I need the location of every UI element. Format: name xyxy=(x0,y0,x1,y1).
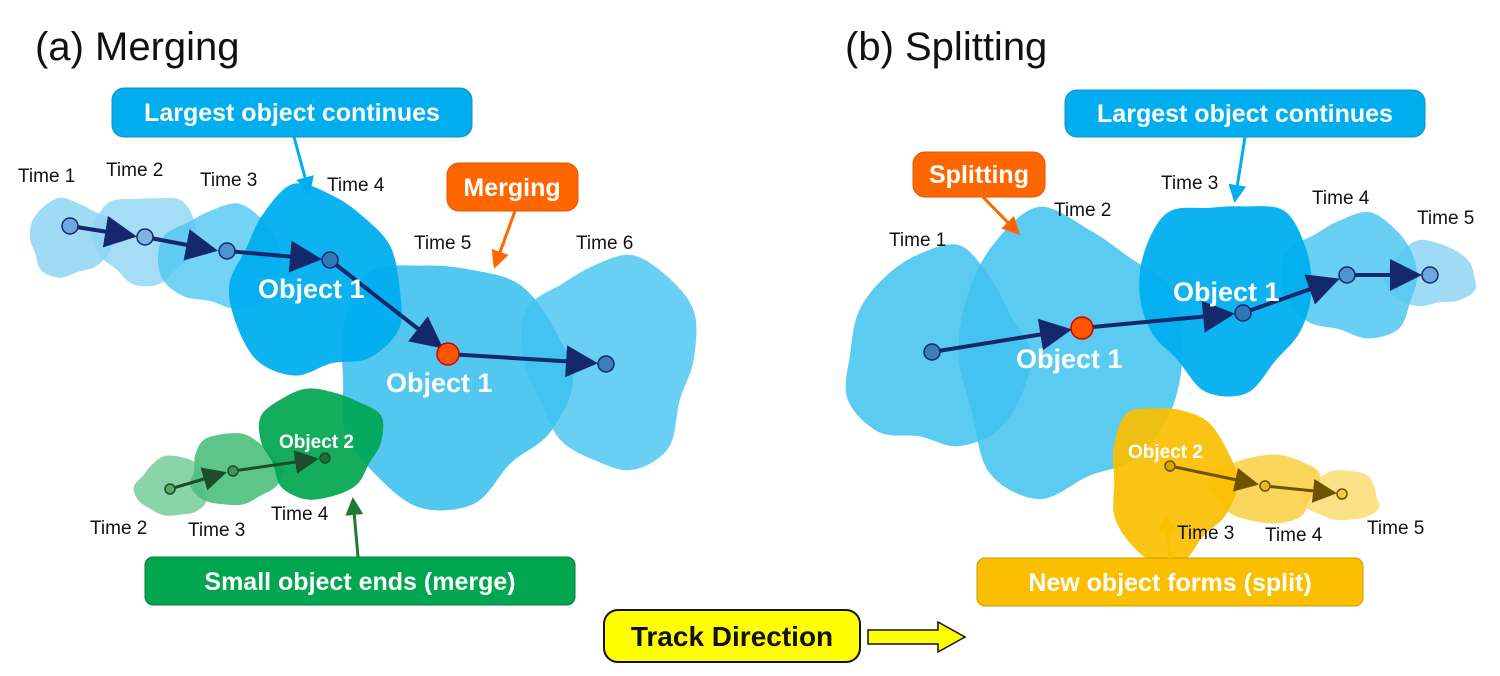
track-point xyxy=(136,228,154,246)
callout-arrow xyxy=(292,136,314,195)
track-segment xyxy=(226,240,322,273)
object1-label: Object 1 xyxy=(386,368,493,398)
track-point xyxy=(61,217,79,235)
blob-a-time1 xyxy=(29,197,115,278)
track-segment xyxy=(144,229,218,261)
callout-arrow xyxy=(981,195,1021,236)
track-direction-legend: Track Direction xyxy=(603,609,967,663)
panel-b-time-labels: Time 1 Time 2 Time 3 Time 4 Time 5 Time … xyxy=(889,173,1474,546)
callout-text: New object forms (split) xyxy=(1028,569,1311,597)
callout-text: Small object ends (merge) xyxy=(204,568,515,596)
callout-largest-b: Largest object continues xyxy=(1064,89,1426,203)
time-label: Time 2 xyxy=(90,518,147,539)
panel-b-points xyxy=(923,266,1439,500)
callout-text: Splitting xyxy=(929,161,1029,189)
callout-largest-a: Largest object continues xyxy=(111,87,473,195)
track-point xyxy=(164,483,176,495)
time-label: Time 2 xyxy=(106,160,163,181)
callout-merging: Merging xyxy=(446,162,579,269)
track-point xyxy=(1336,488,1348,500)
track-point xyxy=(923,343,941,361)
panel-a-title: (a) Merging xyxy=(35,25,240,69)
track-segment xyxy=(169,467,227,491)
object1-label: Object 1 xyxy=(258,274,365,304)
panel-a-track xyxy=(69,215,598,378)
merge-point xyxy=(436,342,460,366)
object2-label: Object 2 xyxy=(279,432,354,453)
time-label: Time 5 xyxy=(1367,518,1424,539)
track-segment xyxy=(1081,300,1235,333)
time-label: Time 5 xyxy=(1417,208,1474,229)
blob-b-new-time3 xyxy=(1112,408,1239,565)
panel-b-new-track xyxy=(1169,464,1337,503)
track-point xyxy=(321,251,339,269)
time-label: Time 6 xyxy=(576,233,633,254)
track-segment xyxy=(1264,478,1337,503)
split-point xyxy=(1070,316,1094,340)
track-point xyxy=(1234,304,1252,322)
time-label: Time 4 xyxy=(271,504,329,525)
time-label: Time 5 xyxy=(414,233,471,254)
track-segment xyxy=(232,450,319,474)
callout-arrow xyxy=(1158,514,1177,559)
time-label: Time 4 xyxy=(1312,188,1370,209)
track-point xyxy=(1164,460,1176,472)
callout-arrow xyxy=(345,497,364,558)
track-segment xyxy=(1169,464,1259,492)
panel-b-blobs xyxy=(845,206,1477,565)
time-label: Time 3 xyxy=(188,520,245,541)
blob-a-time4 xyxy=(228,183,402,376)
panel-a-time-labels: Time 1 Time 2 Time 3 Time 4 Time 5 Time … xyxy=(18,160,633,541)
time-label: Time 3 xyxy=(1161,173,1218,194)
track-point xyxy=(1421,266,1439,284)
time-label: Time 3 xyxy=(200,170,257,191)
track-point xyxy=(1338,266,1356,284)
track-point xyxy=(1259,480,1271,492)
panel-b-track xyxy=(931,259,1422,354)
track-segment xyxy=(328,258,444,349)
track-point xyxy=(319,452,331,464)
track-segment xyxy=(931,318,1072,354)
callout-arrow xyxy=(1228,136,1247,203)
callout-arrow xyxy=(491,210,517,269)
track-point xyxy=(227,465,239,477)
track-segment xyxy=(1242,274,1340,315)
object1-label: Object 1 xyxy=(1016,344,1123,374)
panel-a-small-track xyxy=(169,450,319,491)
track-segment xyxy=(447,345,598,378)
blob-a-small-time4 xyxy=(258,388,384,500)
callout-new-forms: New object forms (split) xyxy=(976,514,1364,607)
track-segment xyxy=(69,215,137,248)
callout-text: Largest object continues xyxy=(1097,100,1393,128)
time-label: Time 1 xyxy=(889,230,946,251)
time-label: Time 4 xyxy=(327,175,385,196)
callout-splitting: Splitting xyxy=(912,151,1046,236)
right-arrow-icon xyxy=(867,620,967,654)
callout-text: Merging xyxy=(463,174,560,202)
time-label: Time 3 xyxy=(1177,523,1234,544)
time-label: Time 4 xyxy=(1265,525,1323,546)
object1-label: Object 1 xyxy=(1173,277,1280,307)
track-direction-label: Track Direction xyxy=(631,621,833,652)
time-label: Time 2 xyxy=(1054,200,1111,221)
track-point xyxy=(218,242,236,260)
callout-text: Largest object continues xyxy=(144,99,440,127)
object2-label: Object 2 xyxy=(1128,442,1203,463)
track-point xyxy=(597,355,615,373)
panel-b-title: (b) Splitting xyxy=(845,25,1047,69)
panel-a-points xyxy=(61,217,615,495)
callout-small-ends: Small object ends (merge) xyxy=(144,497,576,606)
time-label: Time 1 xyxy=(18,166,75,187)
